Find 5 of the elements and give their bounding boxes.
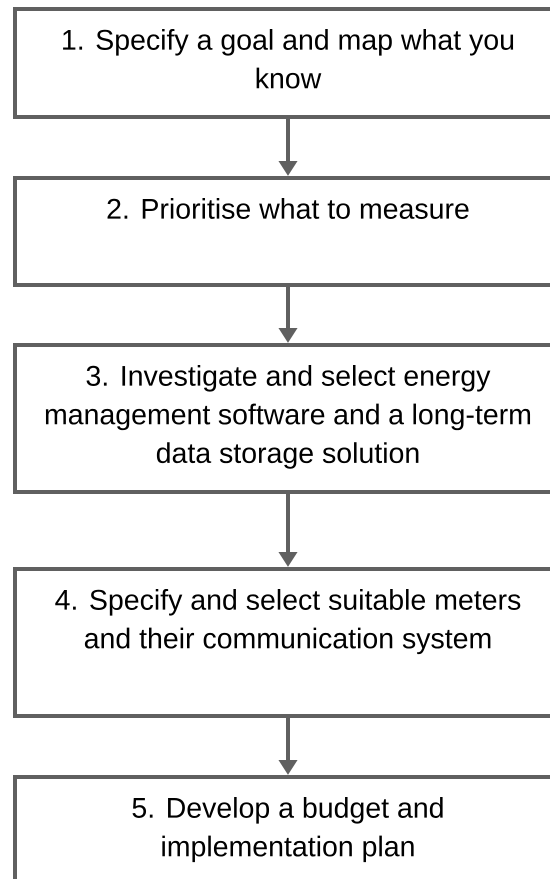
process-box: 1. Specify a goal and map what you know: [13, 7, 550, 119]
process-box: 5. Develop a budget and implementation plan: [13, 775, 550, 879]
process-box: 4. Specify and select suitable meters and their communication system: [13, 567, 550, 718]
process-box: 2. Prioritise what to measure: [13, 176, 550, 287]
process-box: 3. Investigate and select energy management software and a long-term data storage solution: [13, 343, 550, 494]
